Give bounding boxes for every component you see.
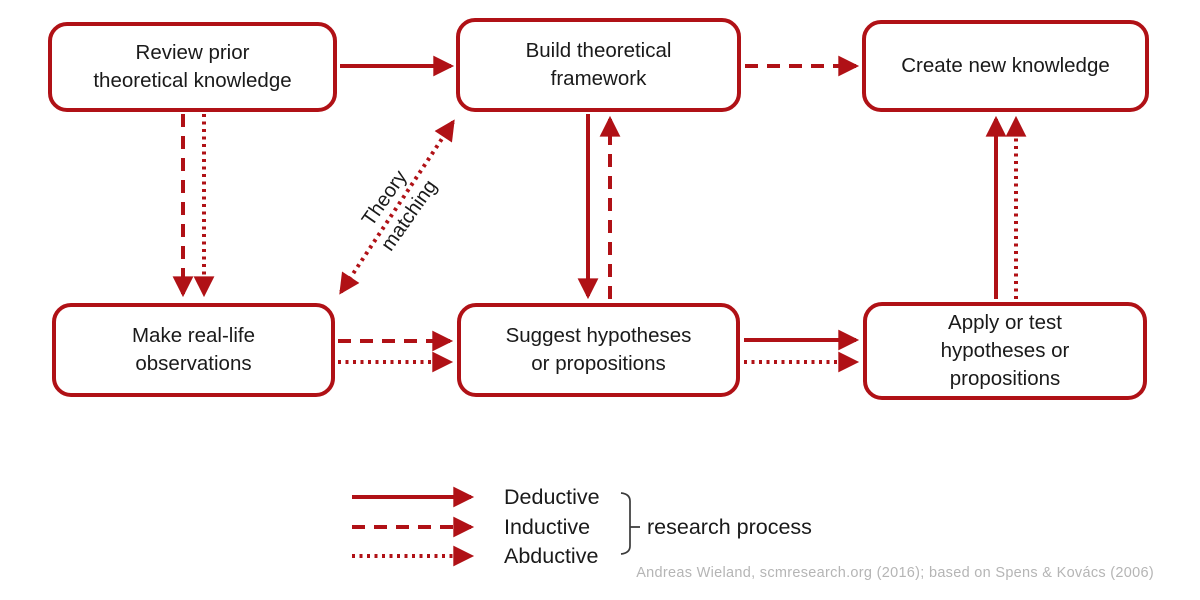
legend-label-inductive: Inductive <box>504 515 591 539</box>
legend-bracket <box>620 492 640 555</box>
attribution-text: Andreas Wieland, scmresearch.org (2016);… <box>636 565 1154 581</box>
node-apply-test: Apply or test hypotheses or propositions <box>863 302 1147 400</box>
legend-label-abductive: Abductive <box>504 544 599 568</box>
node-build-framework: Build theoretical framework <box>456 18 741 112</box>
legend-group-label: research process <box>647 515 812 539</box>
node-create-knowledge: Create new knowledge <box>862 20 1149 112</box>
node-review-prior: Review prior theoretical knowledge <box>48 22 337 112</box>
node-suggest-hypotheses: Suggest hypotheses or propositions <box>457 303 740 397</box>
node-make-observations: Make real-life observations <box>52 303 335 397</box>
legend-label-deductive: Deductive <box>504 485 600 509</box>
